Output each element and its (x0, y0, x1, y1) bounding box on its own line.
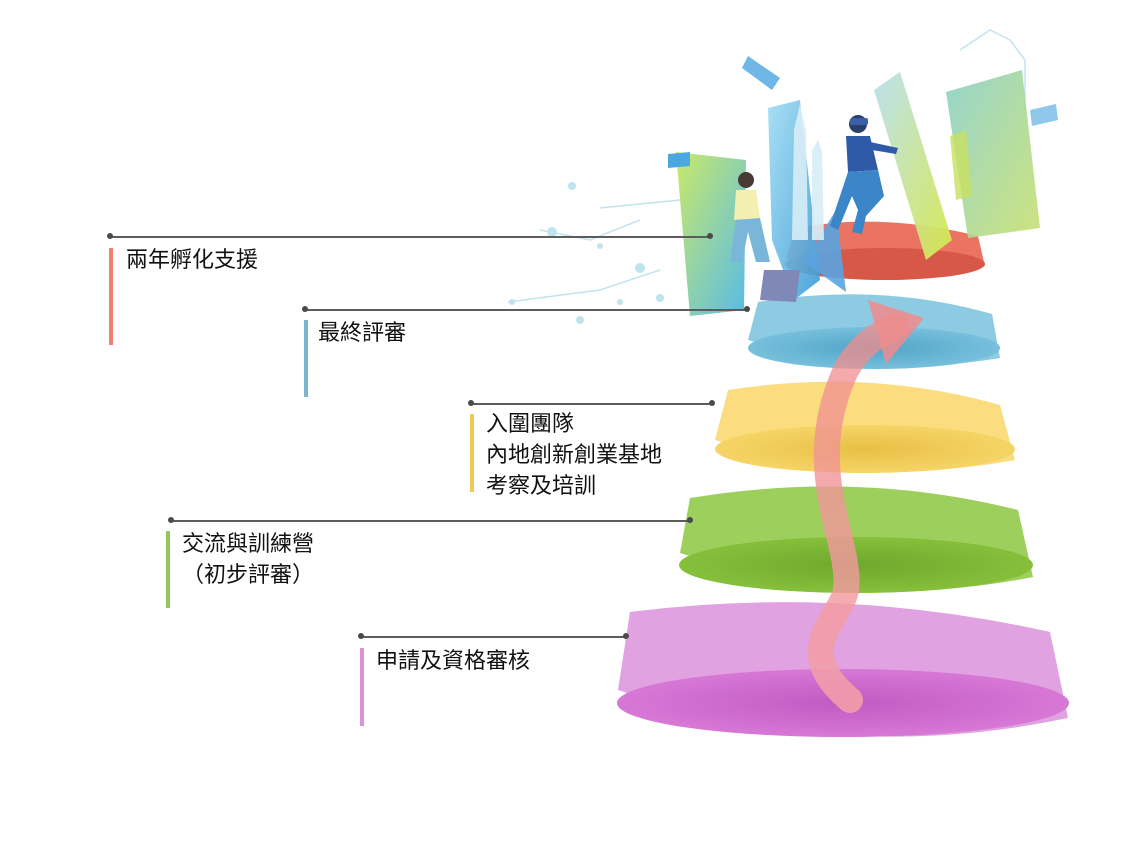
progress-arrow (807, 300, 924, 713)
leader-dot-mainland-visit (468, 400, 474, 406)
stage-label-bootcamp-line-1: 交流與訓練營 (182, 532, 315, 557)
leader-dot-incubation (107, 233, 113, 239)
stage-label-application: 申請及資格審核 (376, 646, 530, 677)
leader-dot-bootcamp (168, 517, 174, 523)
stage-label-incubation: 兩年孵化支援 (126, 245, 258, 276)
stage-label-application-line-1: 申請及資格審核 (376, 649, 531, 674)
stage-label-final-review-line-1: 最終評審 (318, 321, 407, 346)
stage-label-mainland-visit-line-2: 內地創新創業基地 (486, 443, 663, 468)
leader-end-dot-mainland-visit (709, 400, 715, 406)
stage-label-bootcamp: 交流與訓練營 （初步評審） (182, 529, 314, 591)
leader-line-bootcamp (171, 520, 691, 522)
leader-end-dot-bootcamp (687, 517, 693, 523)
stage-label-bootcamp-line-2: （初步評審） (182, 563, 315, 588)
leader-end-dot-final-review (744, 306, 750, 312)
leader-dot-application (358, 633, 364, 639)
stage-bar-incubation (109, 248, 113, 345)
character-man (830, 115, 898, 234)
stage-label-incubation-line-1: 兩年孵化支援 (126, 248, 259, 273)
stage-label-final-review: 最終評審 (318, 318, 406, 349)
leader-line-final-review (305, 309, 748, 311)
city-towers (792, 104, 824, 240)
stage-label-mainland-visit-line-3: 考察及培訓 (486, 474, 597, 499)
leader-line-mainland-visit (471, 403, 713, 405)
leader-end-dot-application (623, 633, 629, 639)
stage-bar-application (360, 648, 364, 726)
stage-label-mainland-visit: 入圍團隊 內地創新創業基地 考察及培訓 (486, 409, 662, 502)
leader-end-dot-incubation (707, 233, 713, 239)
stage-bar-bootcamp (166, 531, 170, 608)
leader-line-application (361, 636, 627, 638)
character-woman (730, 172, 800, 302)
circuit-dots (509, 182, 664, 324)
leader-line-incubation (110, 236, 710, 238)
stage-bar-mainland-visit (470, 414, 474, 492)
stage-label-mainland-visit-line-1: 入圍團隊 (486, 412, 575, 437)
leader-dot-final-review (302, 306, 308, 312)
stage-bar-final-review (304, 320, 308, 397)
platform-mainland-visit (715, 381, 1015, 473)
